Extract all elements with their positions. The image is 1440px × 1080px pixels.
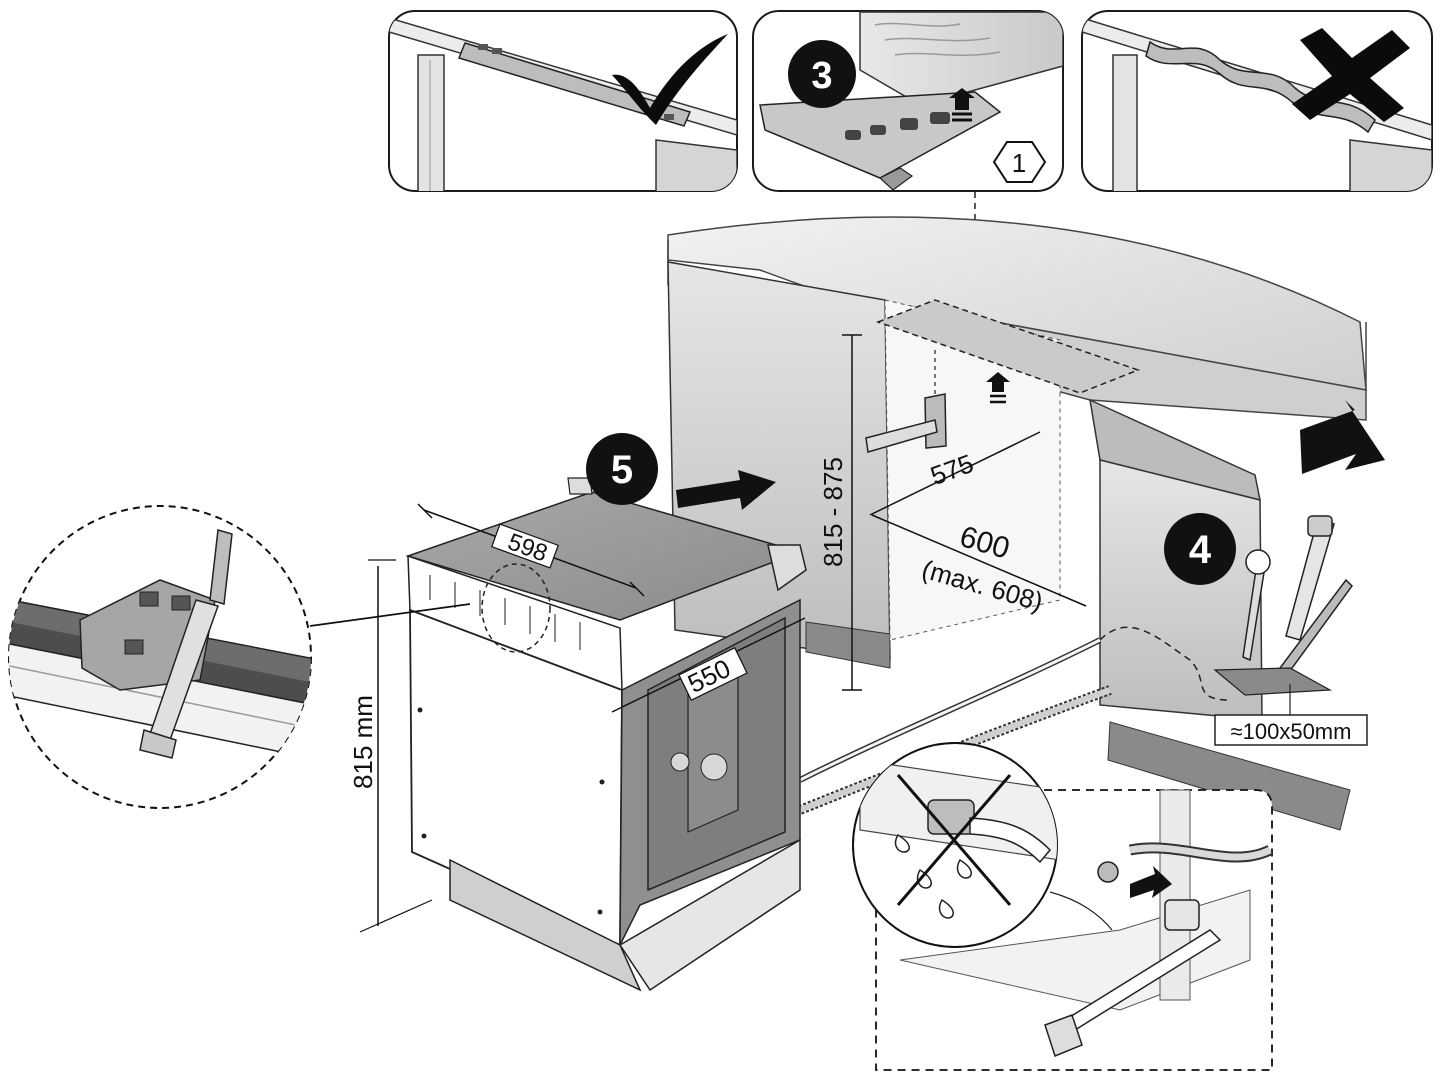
cabinet-countertop [667, 216, 1385, 831]
no-drip-warning [852, 742, 1058, 948]
step-3-label: 3 [811, 55, 832, 97]
step-4-label: 4 [1189, 528, 1212, 572]
hole-size-label: ≈100x50mm [1231, 719, 1352, 744]
panel-step3-bracket: 3 1 [752, 10, 1064, 192]
appliance-height-label: 815 mm [348, 695, 378, 789]
hex-1-label: 1 [1012, 148, 1026, 178]
height-range-label: 815 - 875 [818, 457, 848, 567]
dishwasher-appliance [405, 477, 807, 992]
panel-correct-mounting [388, 10, 738, 192]
step-5-group: 5 [586, 433, 776, 510]
water-connection-detail [875, 789, 1273, 1071]
panel-incorrect-mounting [1081, 10, 1433, 192]
step-5-label: 5 [611, 448, 633, 492]
latch-zoom-detail [8, 505, 471, 809]
step-4-group: 4 ≈100x50mm [1099, 513, 1368, 746]
